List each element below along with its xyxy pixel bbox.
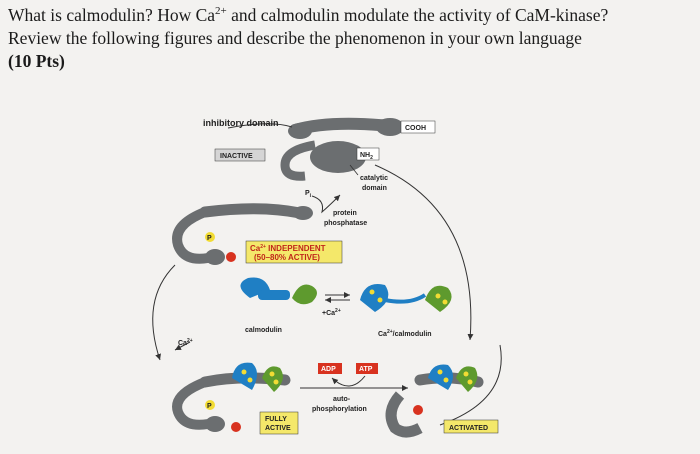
ca-independent-percent: (50–80% ACTIVE): [254, 253, 320, 262]
inactive-label: INACTIVE: [220, 153, 253, 160]
question-points: (10 Pts): [8, 51, 65, 71]
question-line-1: What is calmodulin? How Ca2+ and calmodu…: [8, 5, 609, 25]
protein-label: protein: [333, 210, 357, 217]
question-text: What is calmodulin? How Ca2+ and calmodu…: [8, 4, 698, 73]
p-badge-1: P: [207, 235, 212, 242]
catalytic-label-1: catalytic: [360, 175, 388, 182]
auto-label: auto-: [333, 396, 351, 403]
activated-kinase: [385, 364, 484, 438]
atp-label: ATP: [359, 366, 373, 373]
ca-left-label: Ca2+: [178, 338, 193, 347]
adp-label: ADP: [321, 366, 336, 373]
inactive-kinase: [280, 117, 404, 181]
nh2-label: NH2: [360, 152, 373, 161]
fully-active-kinase: [172, 362, 291, 432]
fully-label: FULLY: [265, 416, 287, 423]
ca-independent-kinase: [172, 203, 313, 265]
p-badge-2: P: [207, 403, 212, 410]
plus-ca-label: +Ca2+: [322, 308, 341, 317]
phosphorylation-label: phosphorylation: [312, 406, 367, 413]
activated-label: ACTIVATED: [449, 425, 488, 432]
phosphatase-label: phosphatase: [324, 220, 367, 227]
cooh-label: COOH: [405, 125, 426, 132]
inhibitory-domain-label: inhibitory domain: [203, 118, 279, 128]
pi-label: Pi: [305, 190, 312, 199]
calmodulin-label: calmodulin: [245, 327, 282, 334]
ca-calmodulin-label: Ca2+/calmodulin: [378, 329, 432, 338]
calmodulin-free: [240, 277, 317, 305]
ca-calmodulin: [360, 284, 452, 312]
question-line-2: Review the following figures and describ…: [8, 28, 582, 48]
active-label: ACTIVE: [265, 425, 291, 432]
catalytic-label-2: domain: [362, 185, 387, 192]
ca-independent-label: Ca2+ INDEPENDENT: [250, 244, 326, 253]
